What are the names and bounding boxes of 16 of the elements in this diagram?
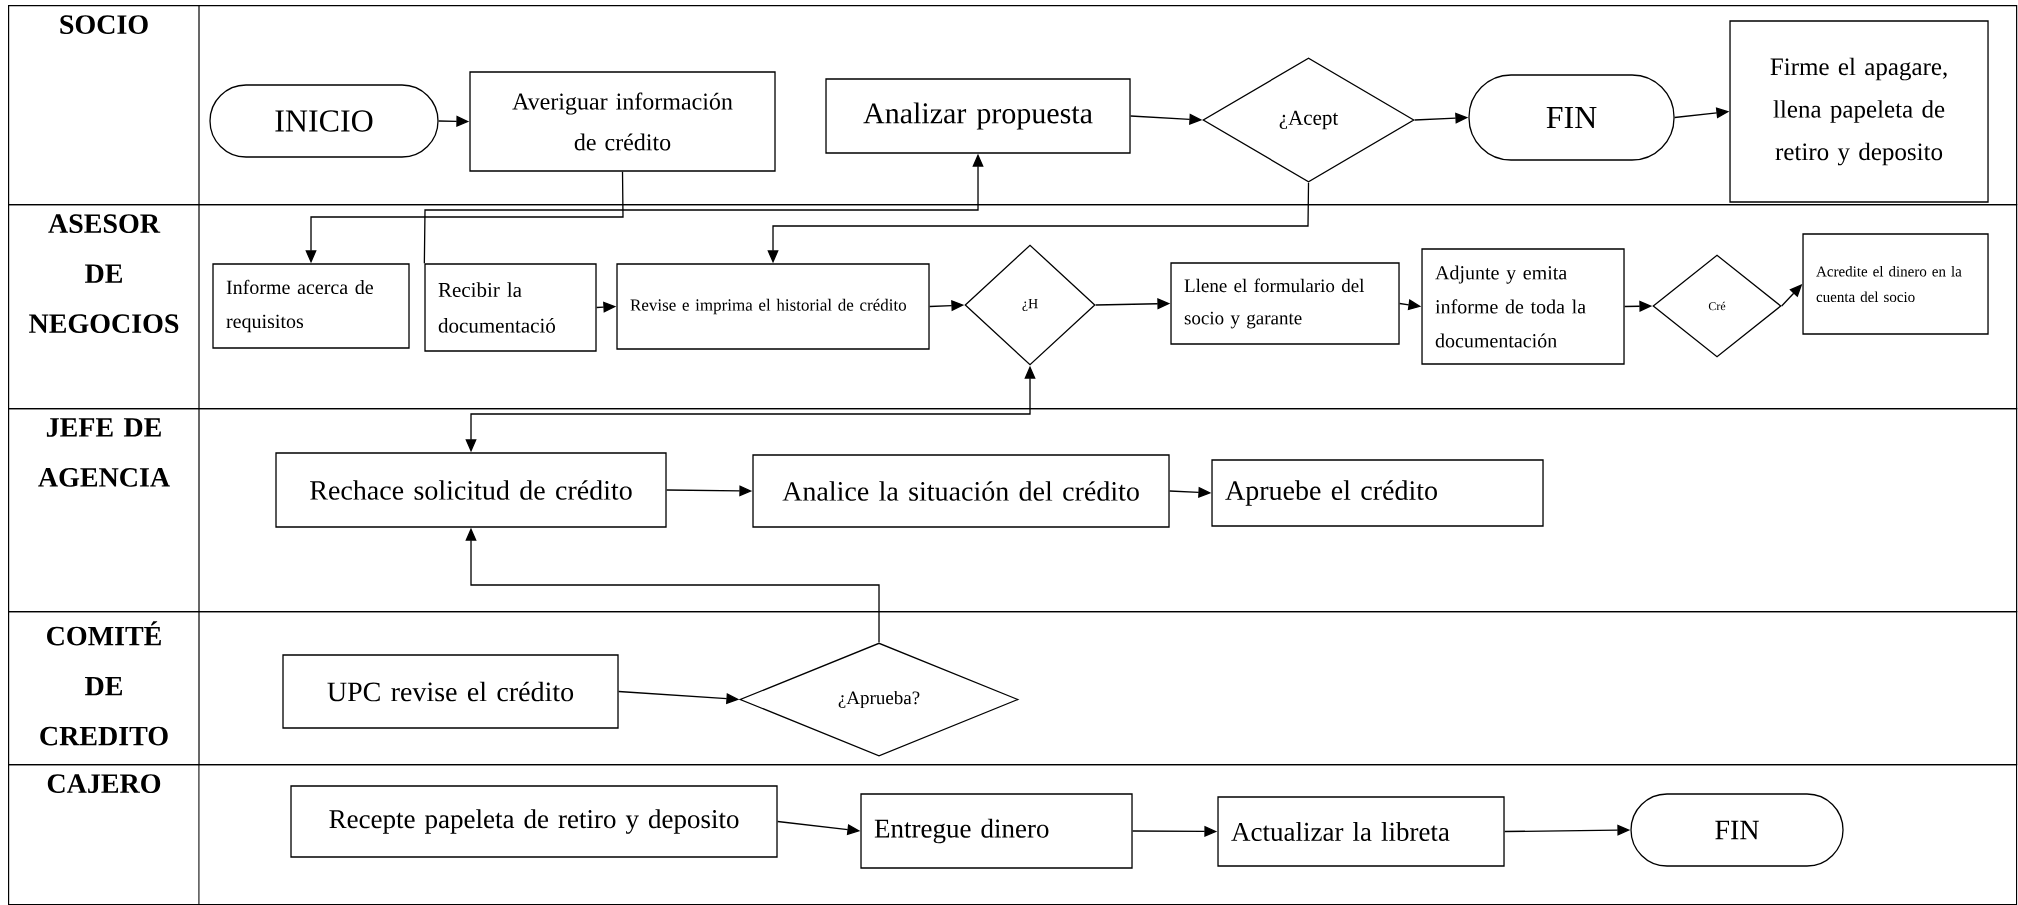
process-box: Entregue dinero <box>860 793 1133 869</box>
process-box: Actualizar la libreta <box>1217 796 1505 867</box>
process-box: Acredite el dinero en la cuenta del socio <box>1802 233 1989 335</box>
process-box: UPC revise el crédito <box>282 654 619 729</box>
process-box: Recepte papeleta de retiro y deposito <box>290 785 778 858</box>
process-box: Informe acerca de requisitos <box>212 263 410 349</box>
process-box: Llene el formulario del socio y garante <box>1170 262 1400 345</box>
process-box: Analice la situación del crédito <box>752 454 1170 528</box>
process-box: Rechace solicitud de crédito <box>275 452 667 528</box>
process-box: Firme el apagare, llena papeleta de retiro y deposito <box>1729 20 1989 203</box>
process-box: Apruebe el crédito <box>1211 459 1544 527</box>
process-box: Adjunte y emita informe de toda la documentación <box>1421 248 1625 365</box>
process-box: Revise e imprima el historial de crédito <box>616 263 930 350</box>
process-box: Recibir la documentació <box>424 263 597 352</box>
process-box: Analizar propuesta <box>825 78 1131 154</box>
process-box: Averiguar información de crédito <box>469 71 776 172</box>
